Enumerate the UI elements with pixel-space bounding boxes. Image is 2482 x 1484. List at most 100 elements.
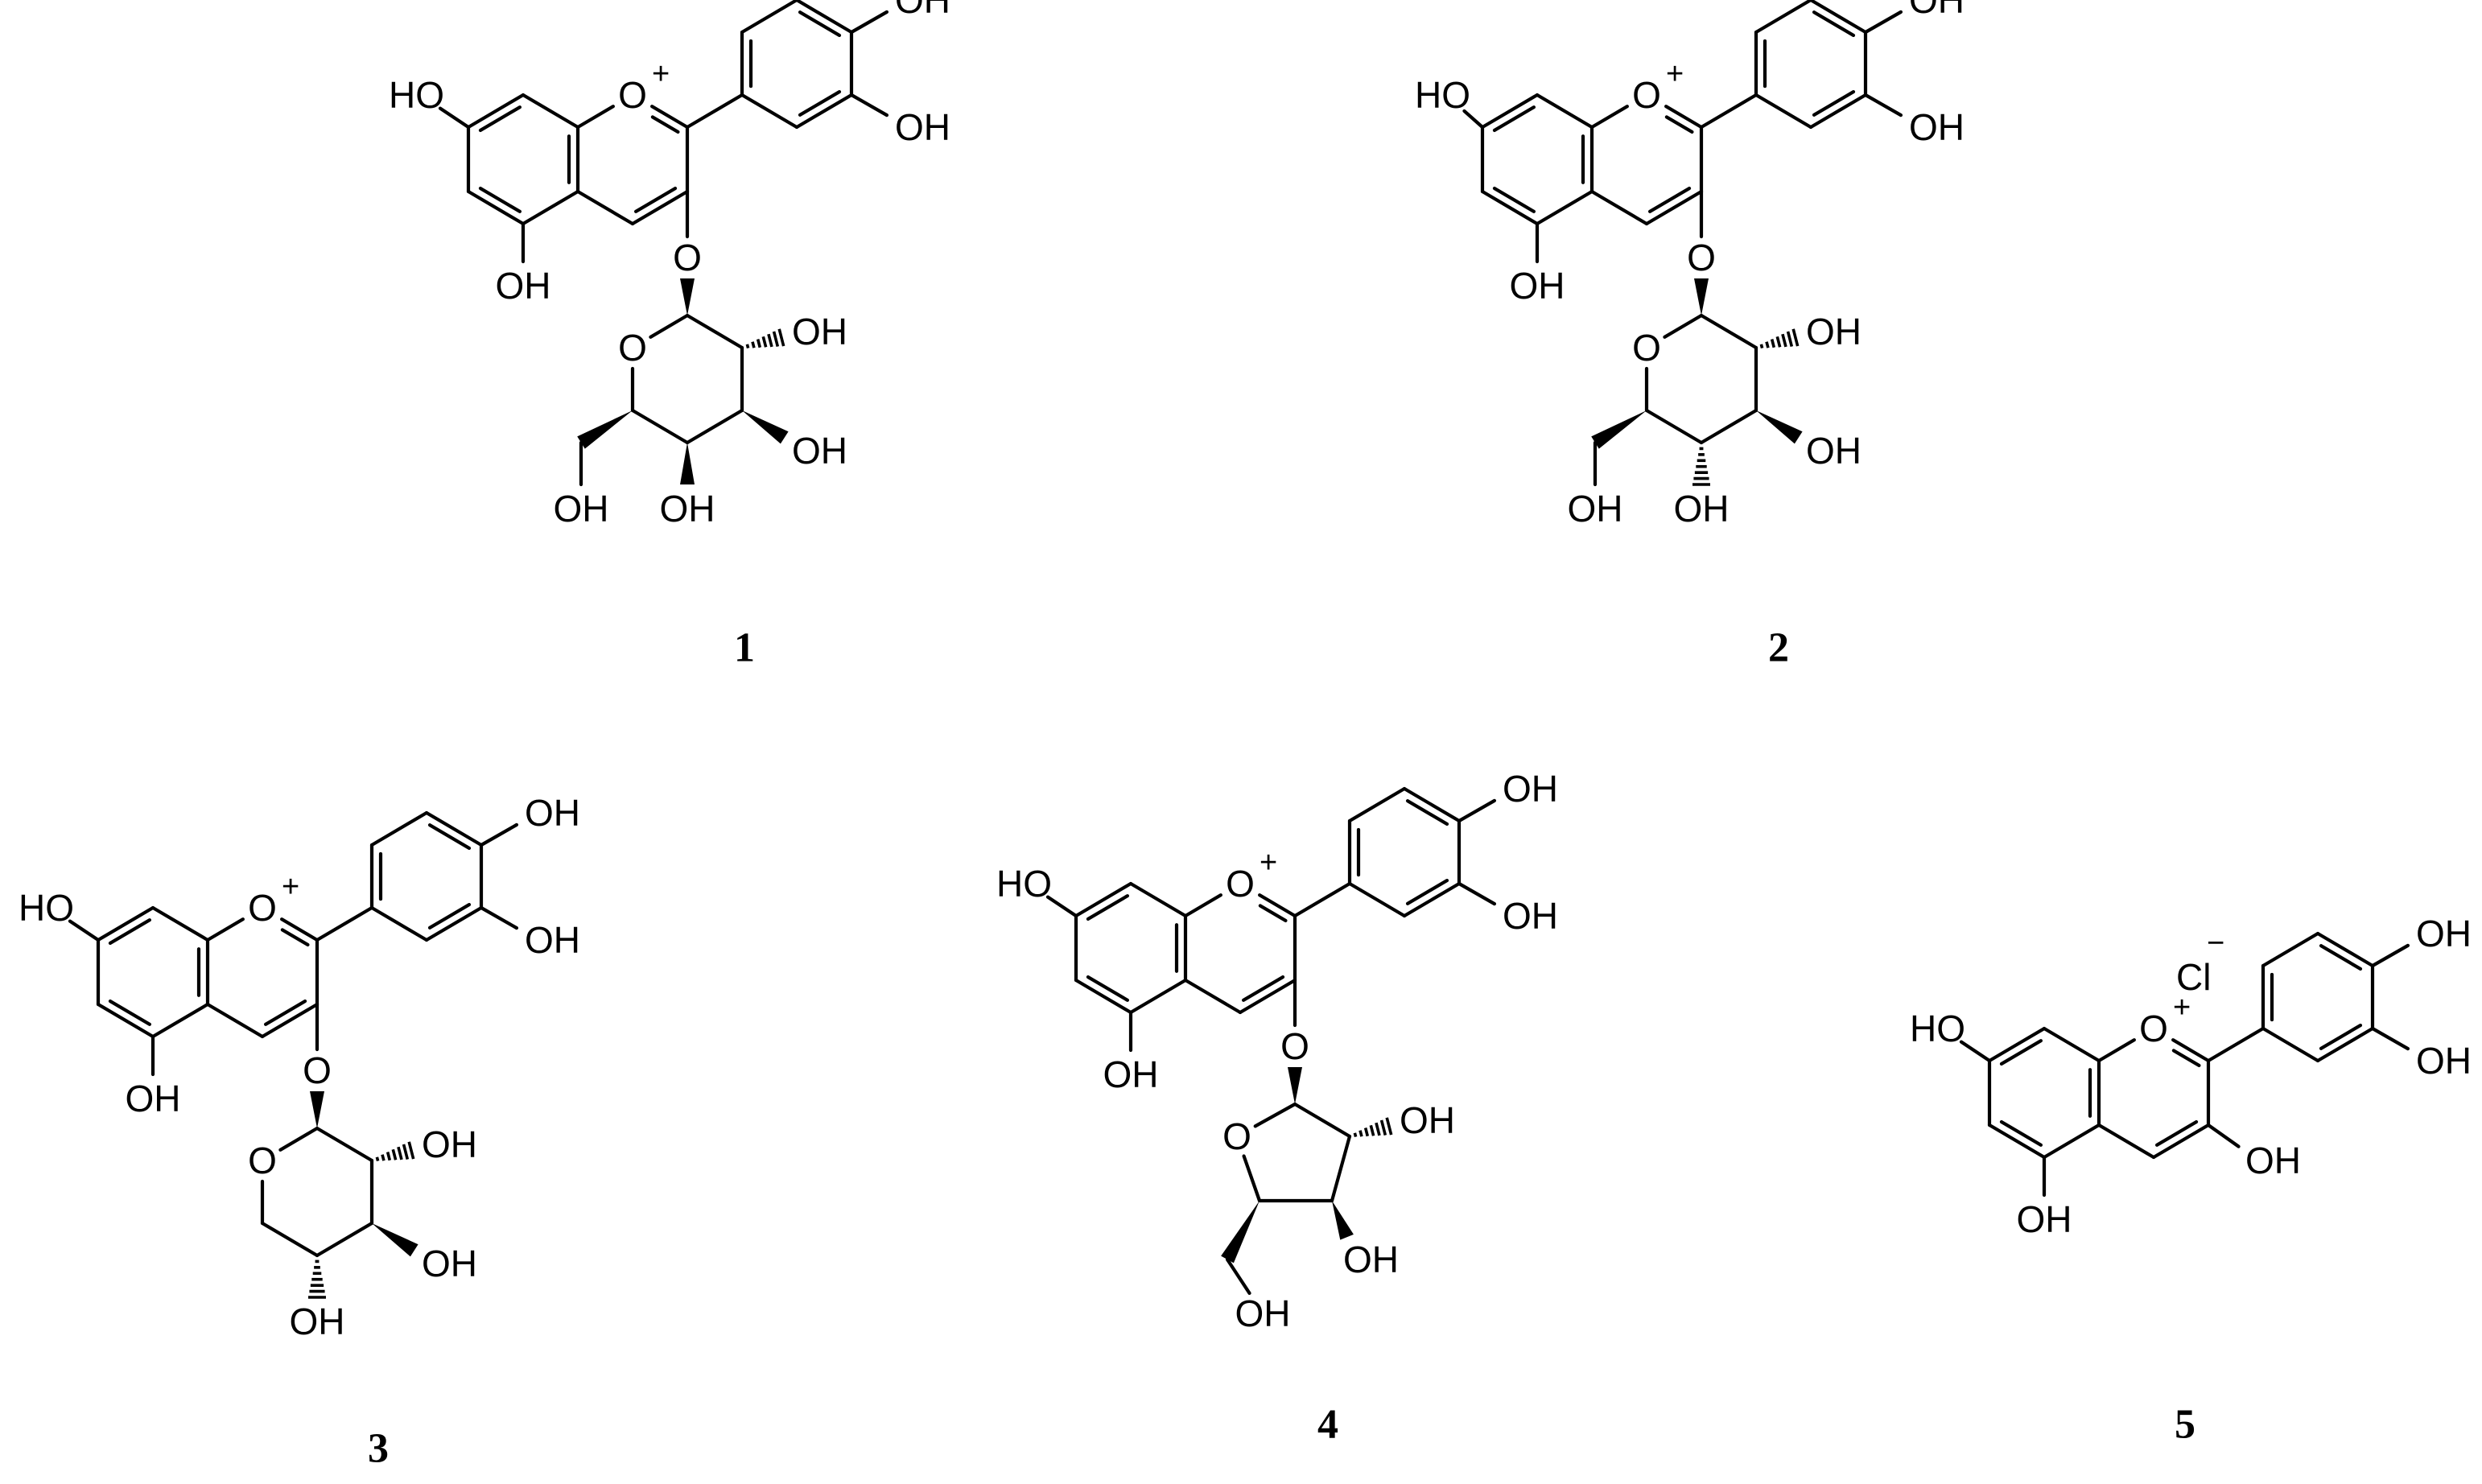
- bond: [1699, 313, 1758, 350]
- hash-bond: [1375, 1122, 1381, 1136]
- double-bond: [478, 186, 522, 213]
- hydroxyl-5: OH: [126, 1078, 181, 1119]
- bond: [1863, 10, 1903, 35]
- double-bond: [478, 105, 522, 133]
- bond: [1183, 978, 1243, 1015]
- hydroxyl-3p: OH: [2416, 1040, 2472, 1082]
- double-bond: [798, 10, 842, 38]
- double-bond: [108, 918, 152, 946]
- sugar-hydroxyl-3: OH: [422, 1243, 477, 1284]
- bond: [2097, 1038, 2136, 1063]
- sugar-hydroxyl-6: OH: [554, 488, 609, 530]
- wedge-bond: [1332, 1201, 1354, 1240]
- bond: [1808, 93, 1868, 130]
- bond: [1480, 189, 1540, 226]
- glycosidic-oxygen: O: [1280, 1025, 1309, 1067]
- bond: [1589, 105, 1629, 130]
- hash-bond: [1775, 336, 1782, 348]
- hash-bond: [772, 331, 780, 347]
- wedge-bond: [1288, 1067, 1302, 1104]
- double-bond: [263, 999, 307, 1026]
- hash-bond: [1385, 1117, 1393, 1136]
- bond: [2151, 1123, 2211, 1160]
- wedge-bond: [310, 1091, 324, 1128]
- bond: [1699, 408, 1758, 445]
- hydroxyl-5: OH: [496, 265, 551, 307]
- hash-bond: [391, 1148, 398, 1160]
- bond: [2261, 931, 2320, 968]
- hash-bond: [397, 1146, 403, 1160]
- double-bond: [1492, 186, 1536, 213]
- double-bond: [1812, 10, 1856, 38]
- bond: [1457, 881, 1497, 906]
- double-bond: [427, 823, 472, 851]
- hash-bond: [1781, 333, 1787, 348]
- double-bond: [2171, 1049, 2201, 1068]
- wedge-bond: [577, 410, 633, 449]
- bond: [280, 917, 320, 942]
- sugar-hydroxyl-3: OH: [792, 430, 847, 472]
- double-bond: [2319, 1023, 2363, 1050]
- bond: [424, 810, 484, 847]
- chloride-ion: Cl: [2176, 956, 2211, 998]
- bond: [1863, 93, 1903, 117]
- bond: [575, 105, 615, 130]
- glycosidic-oxygen: O: [1687, 237, 1716, 278]
- sugar-ring-oxygen: O: [618, 327, 647, 369]
- flavylium-charge: +: [652, 57, 670, 91]
- flavylium-charge: +: [282, 870, 299, 904]
- bond: [1074, 881, 1133, 918]
- bond: [315, 1221, 374, 1258]
- wedge-bond: [372, 1223, 418, 1257]
- bond: [685, 313, 744, 350]
- hash-bond: [1379, 1119, 1387, 1136]
- bond: [1347, 881, 1407, 918]
- hydroxyl-5: OH: [1510, 265, 1565, 307]
- bond: [1457, 798, 1497, 823]
- hash-bond: [777, 328, 785, 347]
- double-bond: [1241, 975, 1285, 1002]
- bond: [1959, 1040, 1992, 1063]
- bond: [479, 822, 519, 847]
- sugar-hydroxyl-6: OH: [1568, 488, 1623, 530]
- glycosidic-oxygen: O: [303, 1049, 332, 1091]
- double-bond: [1999, 1039, 2043, 1066]
- sugar-hydroxyl-2: OH: [792, 311, 847, 352]
- bond: [1128, 978, 1188, 1015]
- bond: [479, 905, 519, 930]
- glycosidic-oxygen: O: [673, 237, 702, 278]
- ring-oxygen: O: [1632, 74, 1661, 116]
- bond: [2370, 943, 2410, 968]
- bond: [1987, 1026, 2047, 1063]
- wedge-bond: [680, 278, 695, 315]
- wedge-bond: [1694, 278, 1709, 315]
- hash-bond: [381, 1154, 385, 1161]
- bond: [1258, 893, 1297, 918]
- sugar-hydroxyl-3: OH: [1343, 1239, 1399, 1280]
- chloride-charge: −: [2207, 926, 2224, 960]
- bond: [685, 408, 744, 445]
- compound-number: 5: [2175, 1402, 2195, 1448]
- sugar-hydroxyl-2: OH: [1806, 311, 1862, 352]
- ring-oxygen: O: [2139, 1008, 2168, 1049]
- sugar-hydroxyl-2: OH: [1400, 1099, 1455, 1141]
- double-bond: [280, 928, 310, 947]
- bond: [1535, 93, 1594, 130]
- bond: [1128, 881, 1188, 918]
- hash-bond: [756, 339, 762, 348]
- bond: [260, 1221, 320, 1258]
- double-bond: [1086, 894, 1130, 921]
- bond: [466, 93, 526, 130]
- bond: [1074, 978, 1133, 1015]
- wedge-bond: [1756, 410, 1803, 444]
- bond: [649, 313, 690, 339]
- hash-bond: [767, 333, 773, 348]
- hydroxyl-4p: OH: [1503, 768, 1558, 810]
- bond: [1293, 1102, 1352, 1139]
- double-bond: [2154, 1119, 2199, 1147]
- bond: [2315, 931, 2375, 968]
- bond: [630, 408, 690, 445]
